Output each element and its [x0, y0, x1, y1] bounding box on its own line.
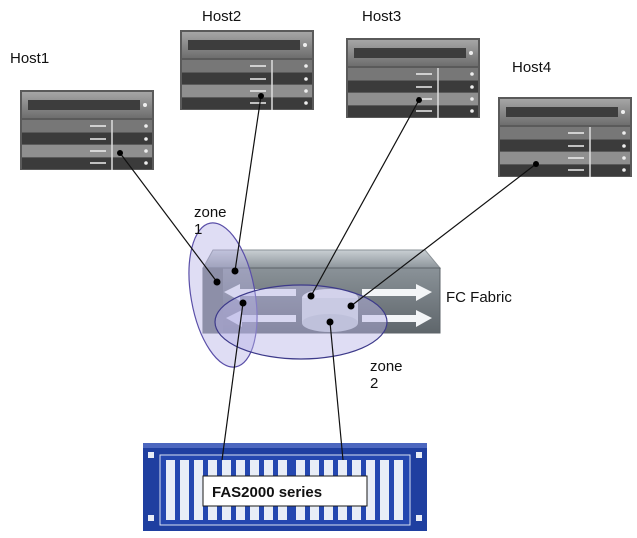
fas2000-storage — [143, 443, 427, 531]
host2-label: Host2 — [202, 8, 242, 25]
host4-server — [498, 97, 632, 177]
storage-label: FAS2000 series — [212, 484, 323, 501]
right-arrow-icon — [362, 310, 432, 327]
link-storage-zone1 — [221, 302, 244, 461]
host1-server — [20, 90, 154, 170]
left-arrow-icon — [224, 284, 296, 301]
zone-2-ellipse — [214, 284, 388, 360]
link-host2-zone1 — [234, 95, 262, 272]
link-host4-zone2 — [350, 163, 537, 307]
fc-fabric-label: FC Fabric — [446, 289, 512, 306]
host4-label: Host4 — [512, 59, 552, 76]
zone-1-label-line2: 1 — [194, 221, 203, 238]
zone-1-label-line1: zone — [194, 204, 227, 221]
zone-1-ellipse — [188, 222, 258, 368]
zone-2-label-line2: 2 — [370, 375, 379, 392]
left-arrow-icon — [226, 310, 296, 327]
host1-label: Host1 — [10, 50, 50, 67]
host3-label: Host3 — [362, 8, 402, 25]
zone-2-label-line1: zone — [370, 358, 403, 375]
connection-dots — [117, 93, 539, 326]
connections — [119, 95, 537, 461]
right-arrow-icon — [362, 284, 432, 301]
link-storage-zone2 — [329, 321, 344, 461]
link-host3-zone2 — [310, 99, 420, 297]
host3-server — [346, 38, 480, 118]
host2-server — [180, 30, 314, 110]
link-host1-zone1 — [119, 152, 218, 283]
